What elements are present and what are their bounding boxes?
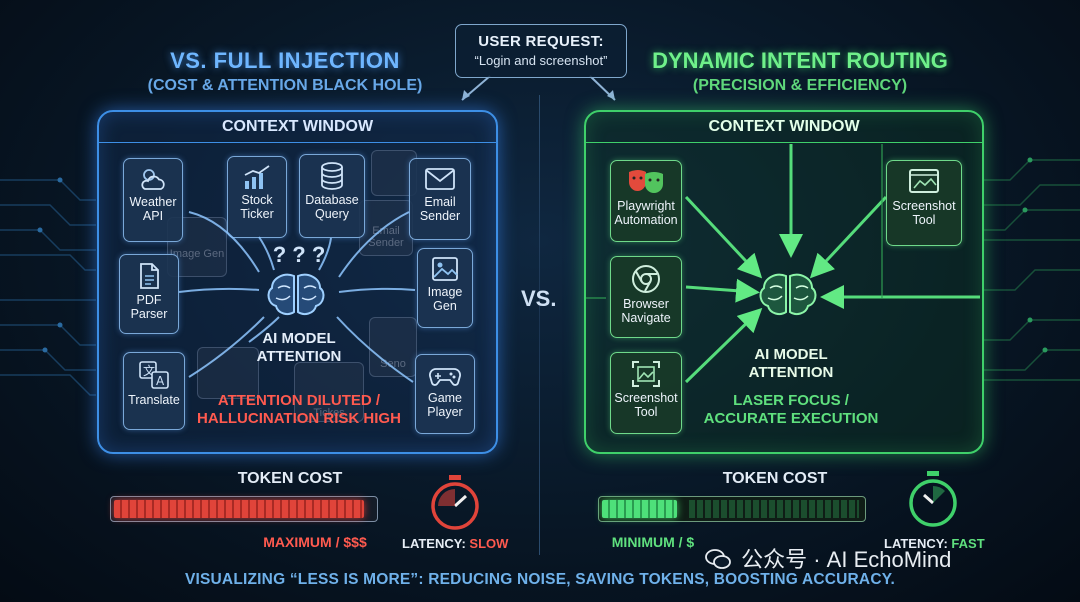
right-context-window: CONTEXT WINDOW Playwright Automation Bro… xyxy=(584,110,984,454)
stopwatch-icon xyxy=(431,475,479,530)
watermark-text: 公众号 · AI EchoMind xyxy=(741,547,952,572)
stopwatch-icon xyxy=(909,471,957,527)
ghost-tool-card: Tickes xyxy=(294,362,364,422)
left-latency-value: SLOW xyxy=(469,536,509,551)
wechat-icon xyxy=(705,549,731,569)
right-focus-2: ACCURATE EXECUTION xyxy=(703,410,879,427)
right-token-cost-label: TOKEN COST xyxy=(722,470,828,487)
tool-card-screenshot-tool-left: Screenshot Tool xyxy=(610,352,682,434)
email-icon xyxy=(425,168,455,190)
screenshot-icon xyxy=(909,169,939,193)
left-model-label-2: ATTENTION xyxy=(256,348,342,365)
right-model-label-2: ATTENTION xyxy=(748,364,834,381)
theater-masks-icon xyxy=(629,170,663,193)
right-token-cost-empty xyxy=(689,500,859,518)
tool-card-email-sender: Email Sender xyxy=(409,158,471,240)
left-model-label-1: AI MODEL xyxy=(262,330,336,347)
watermark: 公众号 · AI EchoMind xyxy=(705,542,951,574)
right-latency-value: FAST xyxy=(951,536,985,551)
right-model-label-1: AI MODEL xyxy=(754,346,828,363)
ghost-tool-card xyxy=(197,347,259,399)
tool-card-image-gen: Image Gen xyxy=(417,248,473,328)
footer-caption: VISUALIZING “LESS IS MORE”: REDUCING NOI… xyxy=(184,571,896,588)
tool-card-playwright-automation: Playwright Automation xyxy=(610,160,682,242)
tool-card-pdf-parser: PDF Parser xyxy=(119,254,179,334)
image-icon xyxy=(432,257,458,281)
brain-icon xyxy=(759,273,817,315)
question-marks: ? ? ? xyxy=(272,242,326,267)
document-icon xyxy=(140,263,159,289)
left-latency-label: LATENCY: xyxy=(402,536,466,551)
right-heading: DYNAMIC INTENT ROUTING (PRECISION & EFFI… xyxy=(640,48,960,95)
right-focus-1: LASER FOCUS / xyxy=(733,392,849,409)
brain-icon xyxy=(267,273,325,315)
right-subtitle: (PRECISION & EFFICIENCY) xyxy=(692,77,908,94)
chaotic-attention-arrows xyxy=(178,211,416,383)
ghost-tool-card: Image Gen xyxy=(167,217,227,277)
left-title: VS. FULL INJECTION xyxy=(170,48,400,73)
tool-card-weather-api: Weather API xyxy=(123,158,183,242)
left-token-cost-fill xyxy=(114,500,364,518)
left-latency: LATENCY: SLOW xyxy=(402,536,508,551)
svg-text:A: A xyxy=(156,374,165,388)
cloud-sun-icon xyxy=(141,169,165,190)
left-subtitle: (COST & ATTENTION BLACK HOLE) xyxy=(147,77,423,94)
chrome-icon xyxy=(632,265,660,293)
screenshot-icon xyxy=(632,361,660,387)
user-request-title: USER REQUEST: xyxy=(478,33,604,50)
center-divider xyxy=(539,95,540,555)
gamepad-icon xyxy=(429,368,461,386)
user-request-box: USER REQUEST: “Login and screenshot” xyxy=(455,24,627,78)
user-request-text: “Login and screenshot” xyxy=(474,53,608,68)
left-token-cost-bar xyxy=(110,496,378,522)
right-token-cost-bar xyxy=(598,496,866,522)
stock-chart-icon xyxy=(244,165,270,189)
tool-card-game-player: Game Player xyxy=(415,354,475,434)
right-cost-value: MINIMUM / $ xyxy=(611,534,695,550)
left-heading: VS. FULL INJECTION (COST & ATTENTION BLA… xyxy=(140,48,430,95)
translate-icon: 文A xyxy=(139,361,169,389)
vs-label: VS. xyxy=(521,286,557,311)
tool-card-stock-ticker: Stock Ticker xyxy=(227,156,287,238)
tool-card-screenshot-tool-right: Screenshot Tool xyxy=(886,160,962,246)
left-warning-1: ATTENTION DILUTED / xyxy=(217,392,381,409)
focused-attention-arrows xyxy=(586,144,980,384)
left-token-cost-label: TOKEN COST xyxy=(237,470,343,487)
tool-card-database-query: Database Query xyxy=(299,154,365,238)
right-latency-label: LATENCY: xyxy=(884,536,948,551)
right-latency: LATENCY: FAST xyxy=(884,536,985,551)
left-context-window: CONTEXT WINDOW Image Gen Email Sender Ti… xyxy=(97,110,498,454)
right-token-cost-fill xyxy=(602,500,677,518)
right-title: DYNAMIC INTENT ROUTING xyxy=(652,48,948,73)
tool-card-browser-navigate: Browser Navigate xyxy=(610,256,682,338)
right-context-title: CONTEXT WINDOW xyxy=(586,112,982,143)
left-cost-value: MAXIMUM / $$$ xyxy=(263,534,367,550)
left-context-title: CONTEXT WINDOW xyxy=(99,112,496,143)
database-icon xyxy=(321,162,343,190)
left-warning-2: HALLUCINATION RISK HIGH xyxy=(197,410,401,427)
